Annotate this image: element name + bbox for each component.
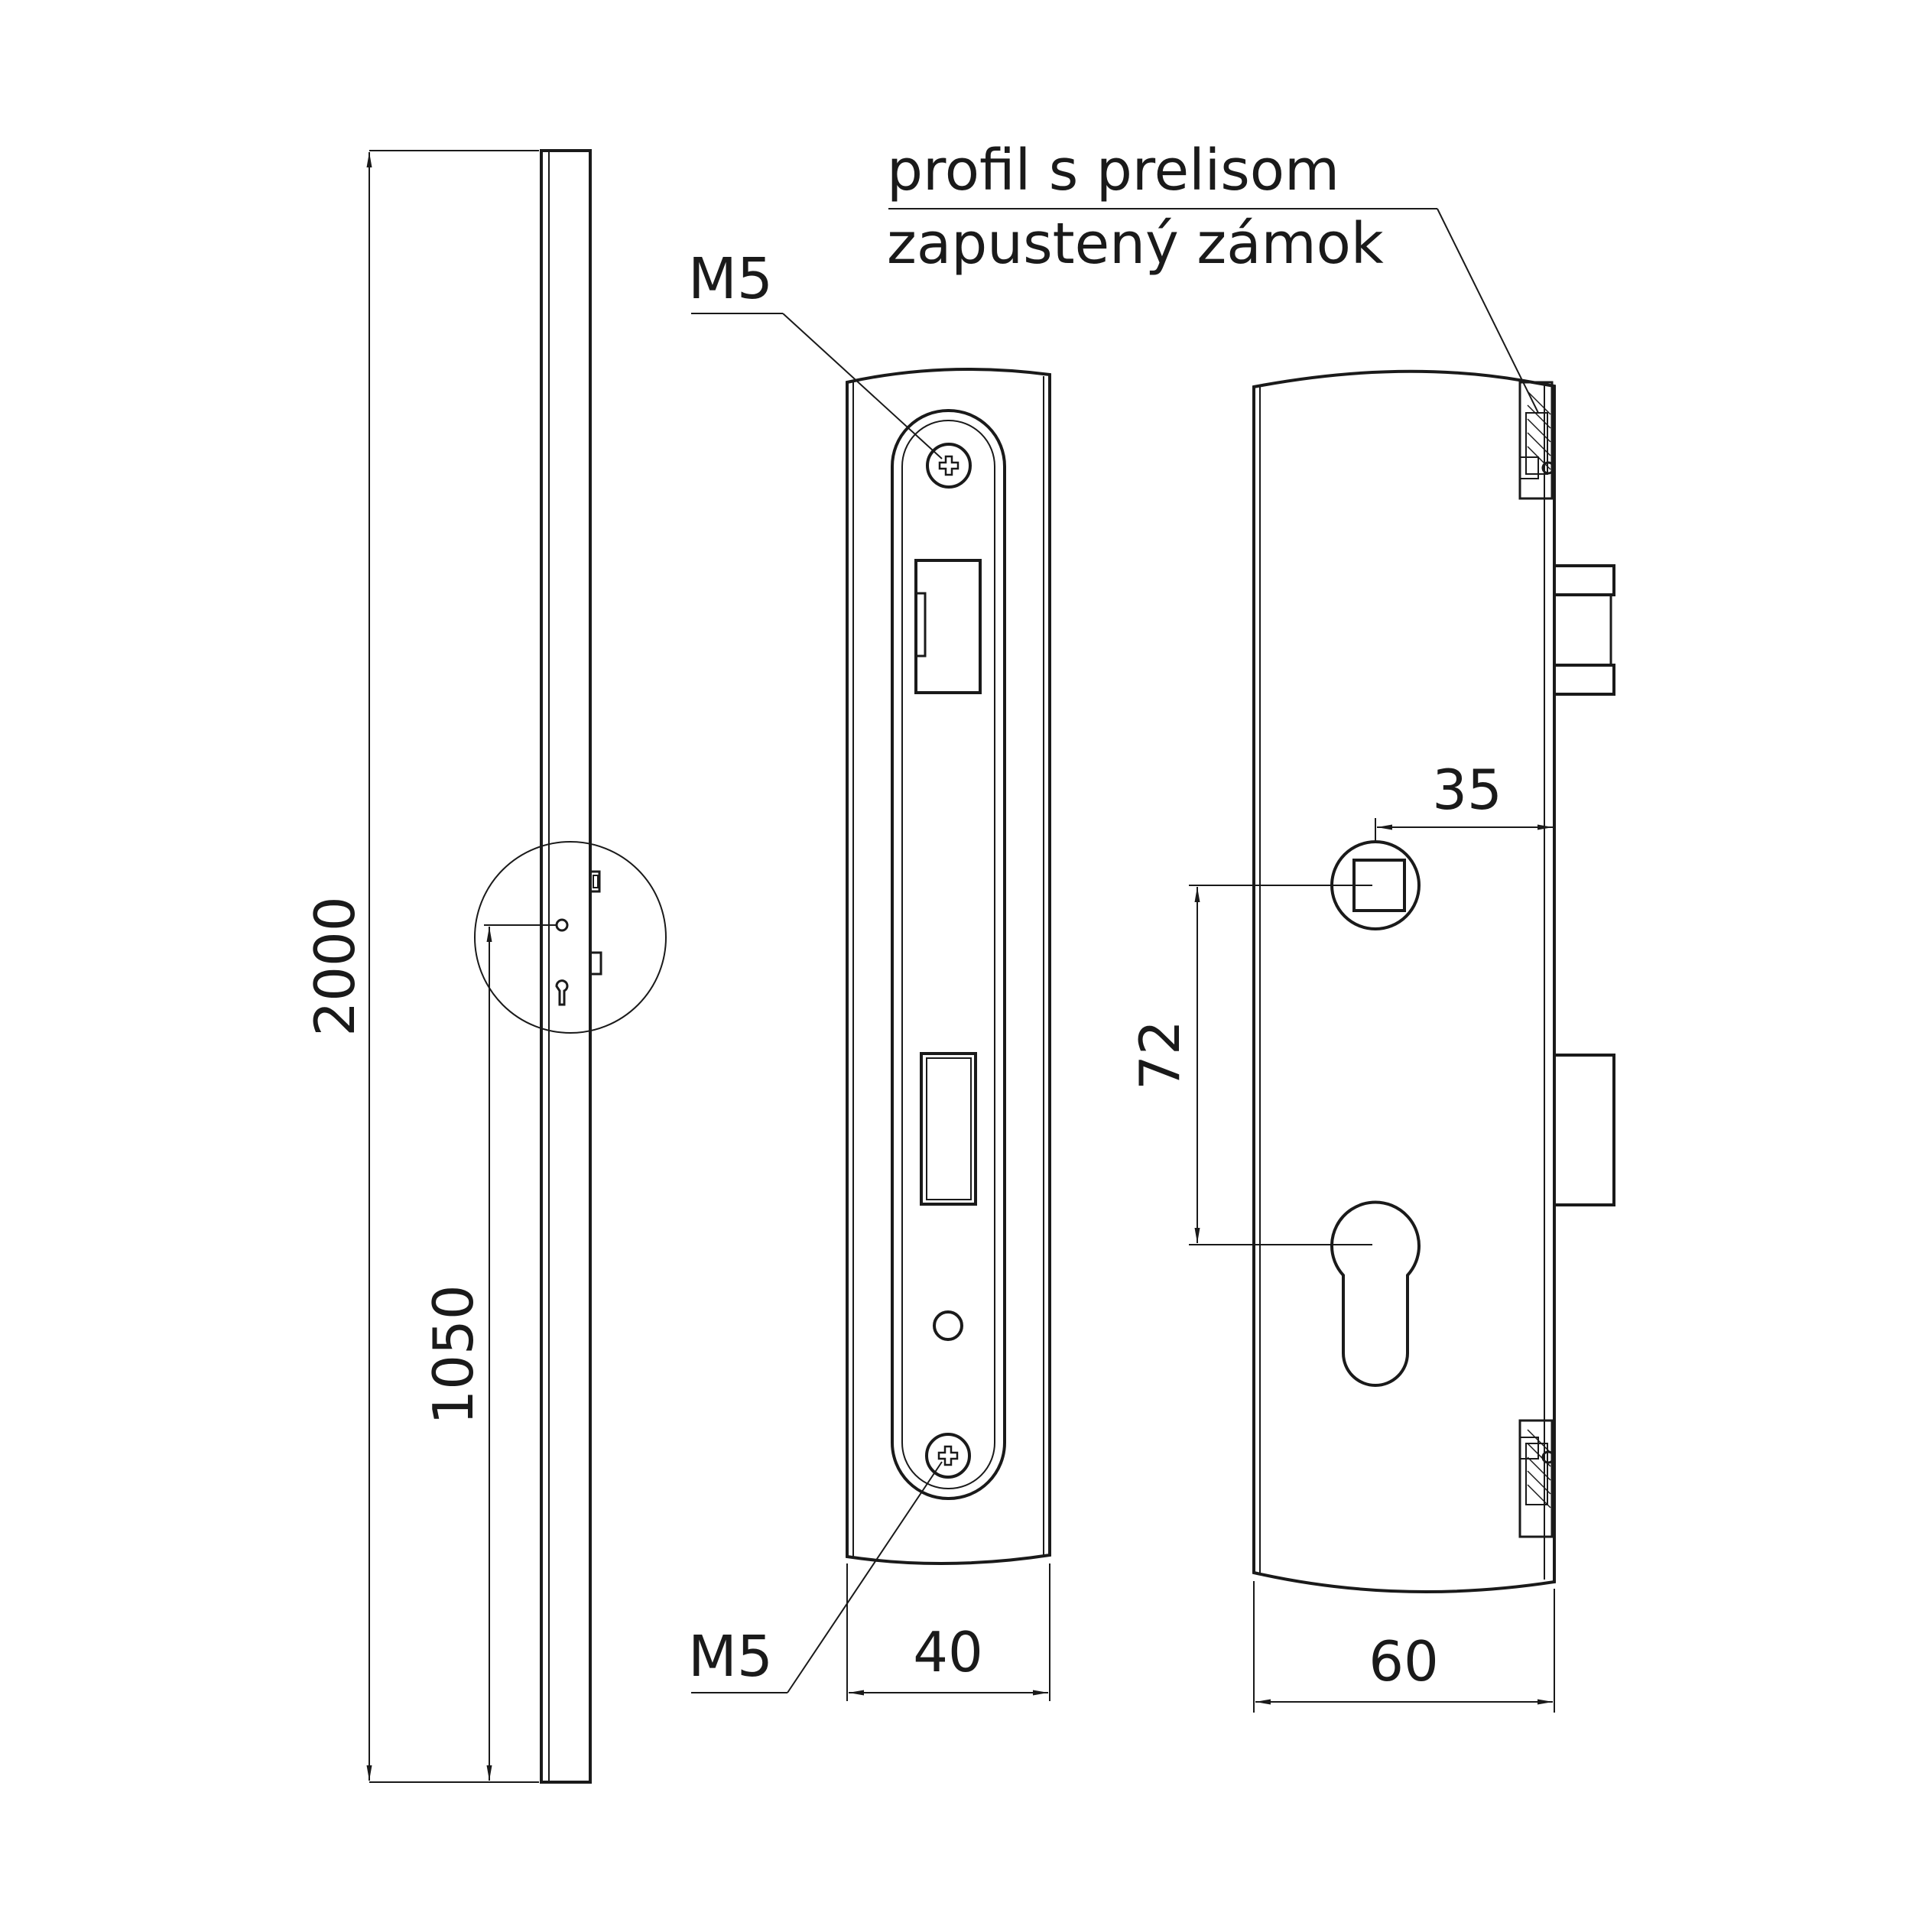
profile-section-top <box>1518 381 1555 500</box>
profile-label-line2: zapustený zámok <box>887 211 1384 277</box>
screw-bottom-label: M5 <box>688 1624 773 1690</box>
cylinder-keyhole-icon <box>1330 1200 1421 1387</box>
lock-case-outline <box>1252 369 1556 1593</box>
dim-handle-height: 1050 <box>421 1284 485 1424</box>
deadbolt-opening <box>920 1052 977 1206</box>
door-profile-view: 2000 1050 <box>303 149 667 1784</box>
profile-section-bottom <box>1518 1419 1555 1538</box>
spindle-hole-icon <box>555 918 569 932</box>
dim-backset: 35 <box>1432 758 1502 822</box>
latch-bolt-bottom <box>1553 664 1615 696</box>
deadbolt-side <box>1553 1054 1615 1206</box>
screw-top-label: M5 <box>688 246 773 312</box>
profile-label-line1: profil s prelisom <box>887 138 1339 203</box>
forend-plate <box>891 409 1006 1500</box>
lock-body-view: 35 72 60 profil s prelisom zapustený zám… <box>887 138 1615 1713</box>
dim-lock-width: 60 <box>1369 1629 1439 1693</box>
detail-circle <box>474 841 667 1034</box>
faceplate-view: M5 M5 40 <box>688 246 1051 1701</box>
dim-height-total: 2000 <box>303 896 367 1036</box>
latch-bolt-top <box>1553 564 1615 596</box>
dim-plate-width: 40 <box>913 1620 983 1684</box>
keyhole-icon <box>555 979 569 1006</box>
dim-spindle-to-cylinder: 72 <box>1128 1020 1192 1090</box>
faceplate-hole <box>933 1310 963 1341</box>
faceplate-outline <box>846 367 1051 1566</box>
screw-bottom-icon <box>925 1433 971 1479</box>
screw-top-icon <box>926 443 972 489</box>
